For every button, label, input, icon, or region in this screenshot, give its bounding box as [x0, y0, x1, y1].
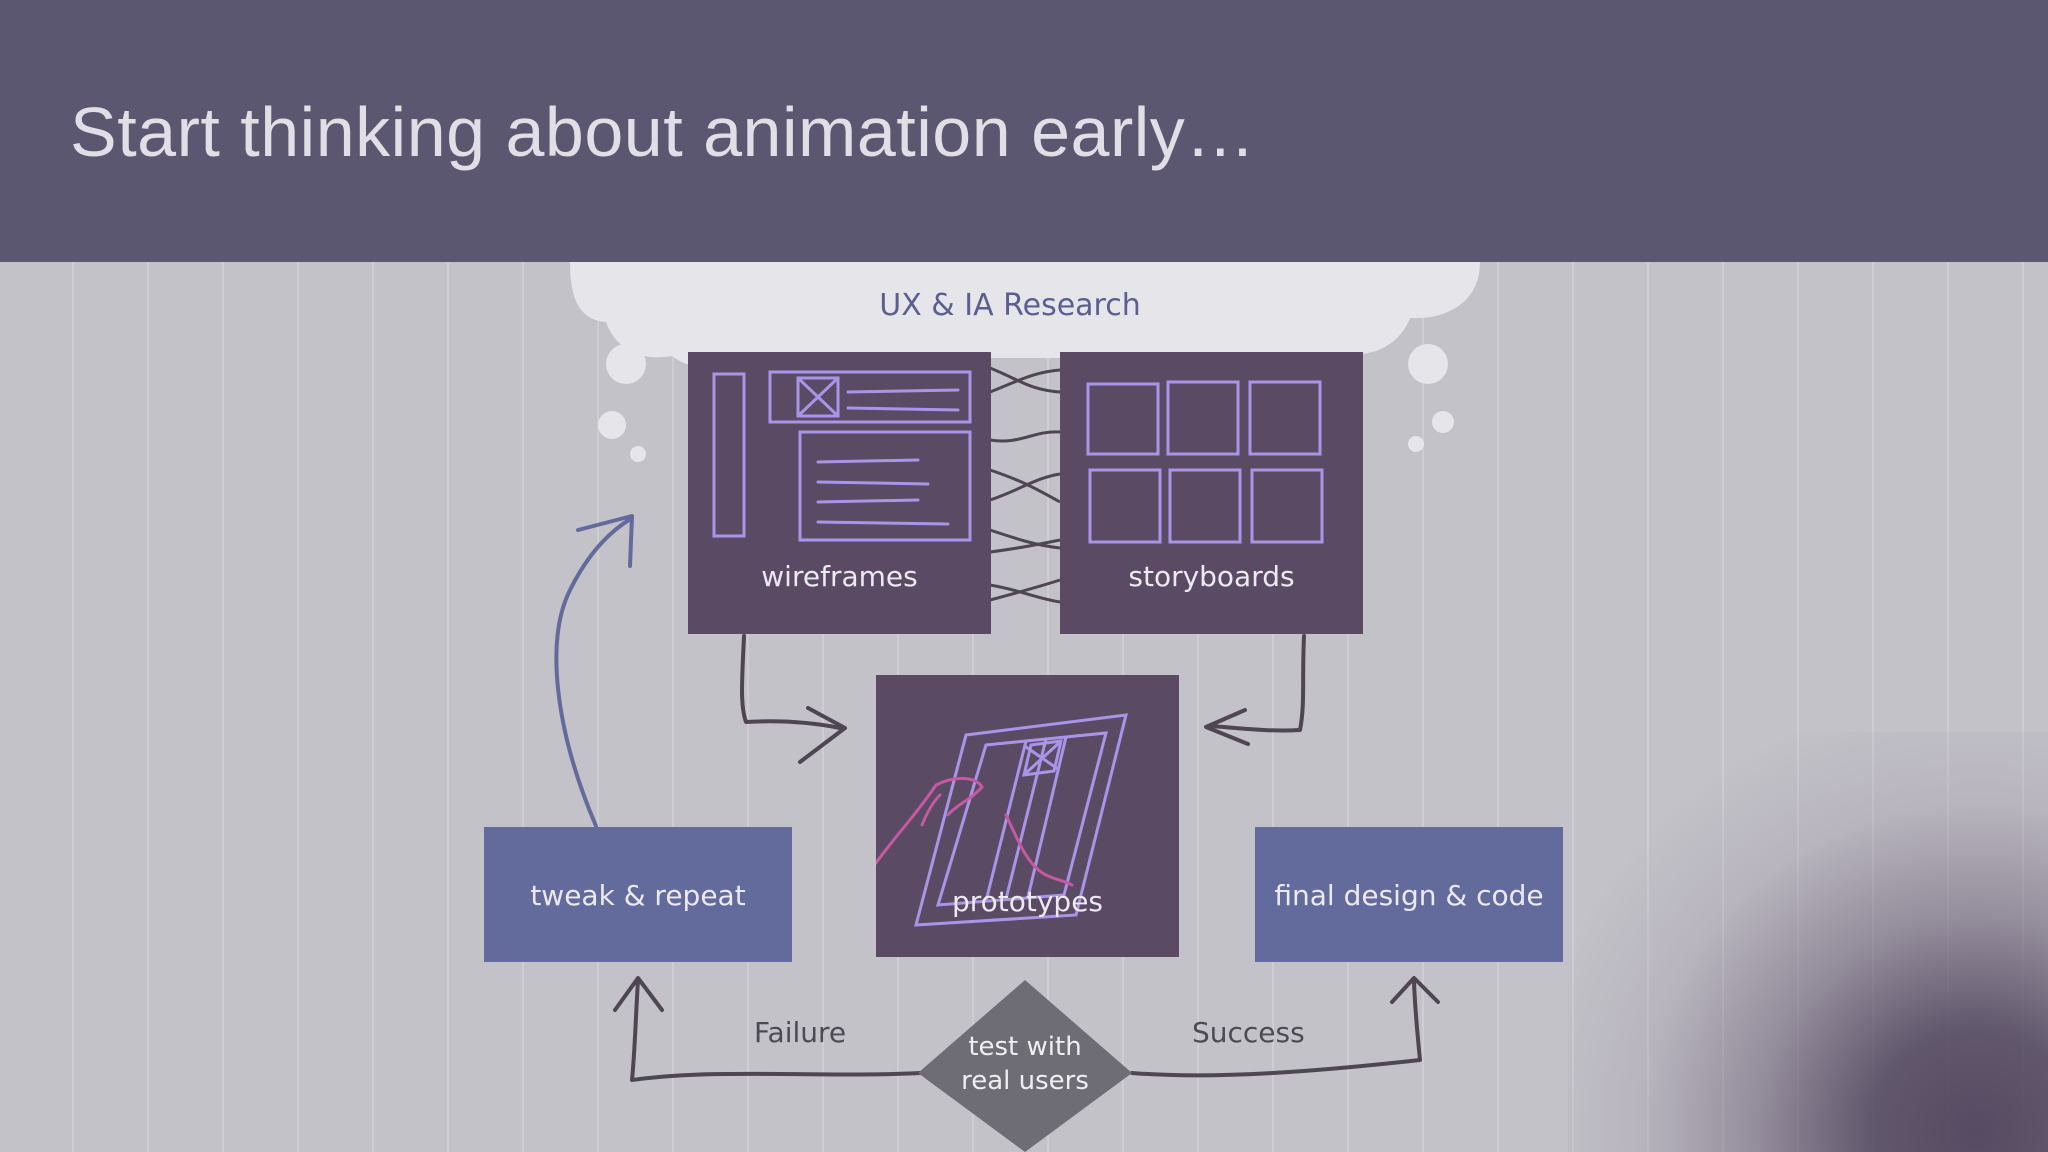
test-users-line1: test with [968, 1032, 1082, 1062]
final-design-label: final design & code [1274, 879, 1544, 912]
prototypes-box: prototypes [876, 675, 1179, 957]
storyboards-box: storyboards [1060, 352, 1363, 634]
wireframes-label: wireframes [761, 560, 918, 593]
test-diamond [918, 980, 1132, 1152]
arrowhead-final [1390, 976, 1440, 1004]
arrow-test-to-final [1130, 980, 1422, 1078]
tweak-repeat-label: tweak & repeat [530, 879, 746, 912]
box-connectors [989, 366, 1061, 604]
thought-cloud [570, 262, 1480, 462]
storyboard-sketch-icon [1086, 380, 1324, 544]
ink-splatter [1568, 732, 2048, 1152]
wireframe-sketch-icon [712, 370, 972, 542]
slide-header: Start thinking about animation early… [0, 0, 2048, 262]
test-users-line2: real users [961, 1066, 1089, 1096]
prototypes-label: prototypes [951, 885, 1104, 918]
slide-title: Start thinking about animation early… [70, 93, 1256, 171]
tweak-repeat-box: tweak & repeat [484, 827, 792, 962]
arrow-test-to-tweak [630, 978, 922, 1082]
wireframes-box: wireframes [688, 352, 991, 634]
arrow-storyboards-to-prototypes [1208, 634, 1306, 733]
arrow-wireframes-to-prototypes [740, 634, 842, 730]
cloud-label: UX & IA Research [879, 288, 1141, 323]
flow-arrows [613, 634, 1440, 1082]
loop-arrow [554, 514, 634, 828]
arrowhead-storyboards-to-prototypes [1204, 708, 1250, 746]
arrowhead-wireframes-to-prototypes [798, 706, 847, 764]
success-label: Success [1192, 1016, 1305, 1049]
final-design-box: final design & code [1255, 827, 1563, 962]
arrowhead-tweak [613, 976, 664, 1012]
failure-label: Failure [754, 1016, 847, 1049]
prototype-hand-sketch-icon [876, 713, 1128, 927]
test-users-label: test with real users [950, 1030, 1100, 1098]
storyboards-label: storyboards [1128, 560, 1295, 593]
